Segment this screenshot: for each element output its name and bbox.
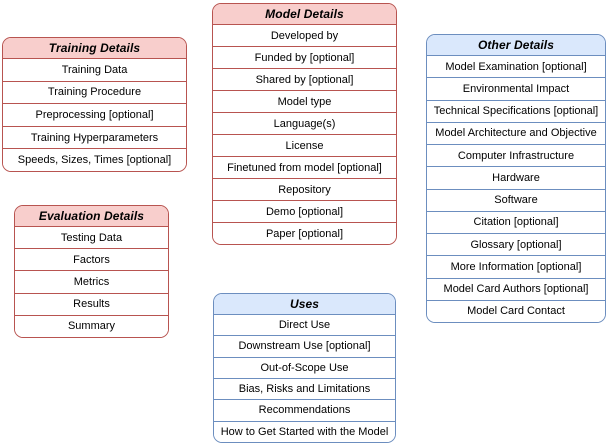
row-training-procedure: Training Procedure [3, 80, 186, 104]
row-downstream-use: Downstream Use [optional] [214, 335, 395, 357]
row-model-type: Model type [213, 90, 396, 112]
row-software: Software [427, 188, 605, 211]
row-model-card-authors: Model Card Authors [optional] [427, 277, 605, 300]
row-model-examination: Model Examination [optional] [427, 55, 605, 78]
row-out-of-scope-use: Out-of-Scope Use [214, 356, 395, 378]
row-direct-use: Direct Use [214, 314, 395, 336]
row-demo: Demo [optional] [213, 200, 396, 222]
row-citation: Citation [optional] [427, 210, 605, 233]
row-repository: Repository [213, 178, 396, 200]
row-bias-risks-limitations: Bias, Risks and Limitations [214, 377, 395, 400]
row-finetuned-from-model: Finetuned from model [optional] [213, 156, 396, 178]
row-metrics: Metrics [15, 270, 168, 293]
uses-title: Uses [214, 294, 395, 314]
row-shared-by: Shared by [optional] [213, 68, 396, 90]
row-environmental-impact: Environmental Impact [427, 77, 605, 100]
row-funded-by: Funded by [optional] [213, 46, 396, 68]
row-results: Results [15, 292, 168, 315]
model-details-title: Model Details [213, 4, 396, 24]
row-paper: Paper [optional] [213, 222, 396, 244]
training-details-title: Training Details [3, 38, 186, 58]
row-developed-by: Developed by [213, 24, 396, 46]
row-factors: Factors [15, 248, 168, 271]
row-preprocessing: Preprocessing [optional] [3, 103, 186, 126]
row-recommendations: Recommendations [214, 399, 395, 421]
row-computer-infrastructure: Computer Infrastructure [427, 144, 605, 167]
uses-box: Uses Direct Use Downstream Use [optional… [213, 293, 396, 443]
row-license: License [213, 134, 396, 156]
row-testing-data: Testing Data [15, 226, 168, 249]
evaluation-details-box: Evaluation Details Testing Data Factors … [14, 205, 169, 338]
row-how-to-get-started: How to Get Started with the Model [214, 420, 395, 442]
row-summary: Summary [15, 314, 168, 337]
training-details-box: Training Details Training Data Training … [2, 37, 187, 172]
row-technical-specifications: Technical Specifications [optional] [427, 99, 605, 122]
row-more-information: More Information [optional] [427, 255, 605, 278]
evaluation-details-title: Evaluation Details [15, 206, 168, 226]
row-training-hyperparameters: Training Hyperparameters [3, 125, 186, 149]
row-training-data: Training Data [3, 58, 186, 81]
row-glossary: Glossary [optional] [427, 233, 605, 256]
model-details-box: Model Details Developed by Funded by [op… [212, 3, 397, 245]
row-languages: Language(s) [213, 112, 396, 134]
other-details-title: Other Details [427, 35, 605, 55]
other-details-box: Other Details Model Examination [optiona… [426, 34, 606, 323]
row-speeds-sizes-times: Speeds, Sizes, Times [optional] [3, 148, 186, 171]
row-hardware: Hardware [427, 166, 605, 189]
row-model-architecture-objective: Model Architecture and Objective [427, 121, 605, 144]
row-model-card-contact: Model Card Contact [427, 299, 605, 322]
